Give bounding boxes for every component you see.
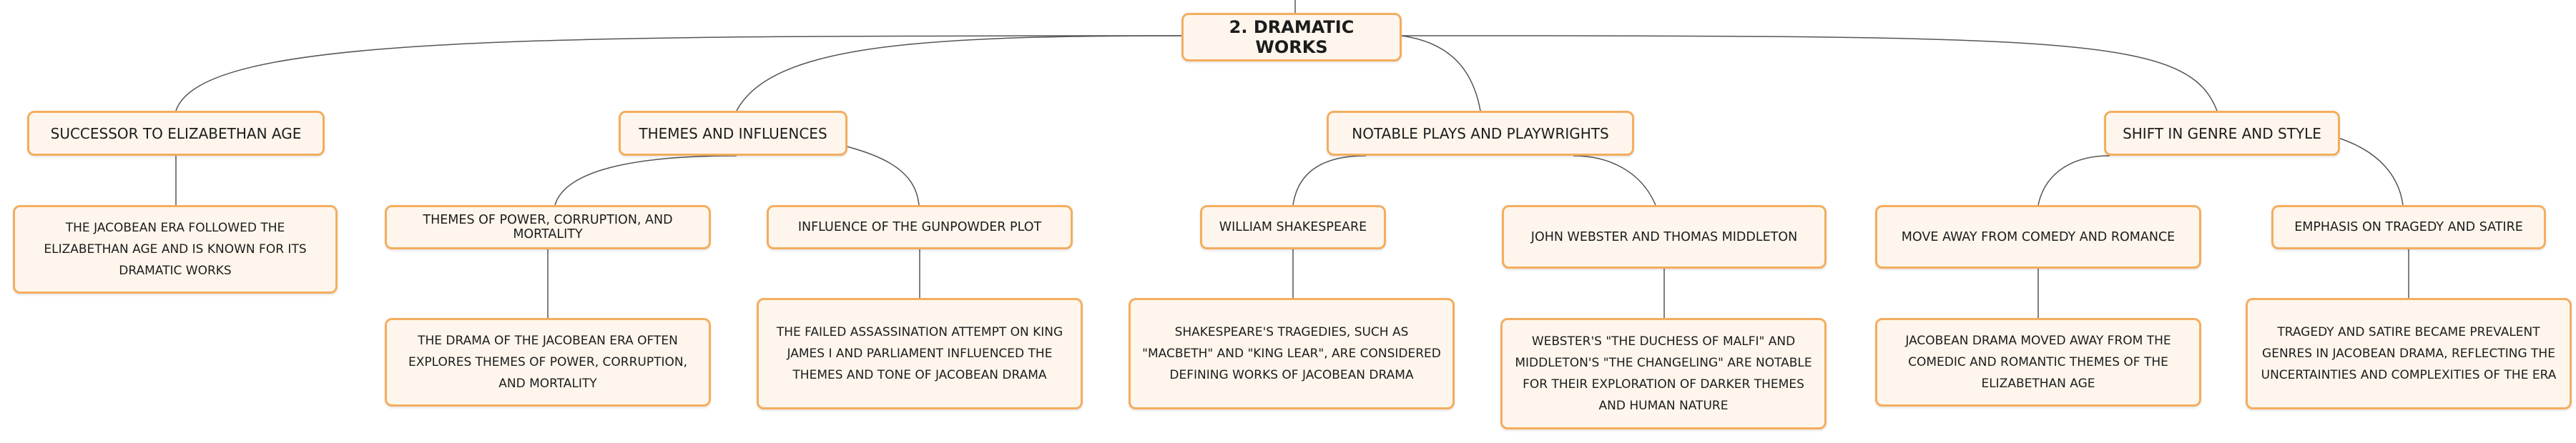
connector-branch-3-child-2 xyxy=(1573,155,1656,206)
connector-root-branch-3 xyxy=(1401,35,1481,111)
leaf-node-webster-middleton[interactable]: WEBSTER'S "THE DUCHESS OF MALFI" AND MID… xyxy=(1500,318,1827,429)
child-node-label: THEMES OF POWER, CORRUPTION, AND MORTALI… xyxy=(423,213,673,242)
branch-node-themes-and-influences[interactable]: THEMES AND INFLUENCES xyxy=(619,111,847,156)
branch-node-label: NOTABLE PLAYS AND PLAYWRIGHTS xyxy=(1352,124,1609,142)
connector-branch-2-child-1 xyxy=(554,155,737,206)
root-node[interactable]: 2. DRAMATIC WORKS xyxy=(1181,13,1402,61)
child-node-label: MOVE AWAY FROM COMEDY AND ROMANCE xyxy=(1901,229,2176,244)
leaf-node-move-away[interactable]: JACOBEAN DRAMA MOVED AWAY FROM THE COMED… xyxy=(1875,318,2201,407)
leaf-node-successor[interactable]: THE JACOBEAN ERA FOLLOWED THE ELIZABETHA… xyxy=(13,205,338,294)
leaf-node-text: THE DRAMA OF THE JACOBEAN ERA OFTEN EXPL… xyxy=(408,334,687,391)
leaf-node-text: THE JACOBEAN ERA FOLLOWED THE ELIZABETHA… xyxy=(44,221,307,278)
leaf-node-text: TRAGEDY AND SATIRE BECAME PREVALENT GENR… xyxy=(2261,325,2557,382)
connector-root-branch-4 xyxy=(1401,35,2218,111)
branch-node-label: SUCCESSOR TO ELIZABETHAN AGE xyxy=(50,124,302,142)
branch-node-label: SHIFT IN GENRE AND STYLE xyxy=(2123,124,2321,142)
child-node-move-away-from-comedy[interactable]: MOVE AWAY FROM COMEDY AND ROMANCE xyxy=(1875,205,2201,269)
leaf-node-tragedy-satire[interactable]: TRAGEDY AND SATIRE BECAME PREVALENT GENR… xyxy=(2246,298,2572,409)
connector-root-branch-2 xyxy=(736,35,1192,111)
child-node-emphasis-on-tragedy[interactable]: EMPHASIS ON TRAGEDY AND SATIRE xyxy=(2271,205,2546,249)
child-node-label: WILLIAM SHAKESPEARE xyxy=(1219,220,1367,234)
leaf-node-shakespeare[interactable]: SHAKESPEARE'S TRAGEDIES, SUCH AS "MACBET… xyxy=(1129,298,1455,409)
child-node-label: EMPHASIS ON TRAGEDY AND SATIRE xyxy=(2294,220,2523,234)
branch-node-shift-in-genre-and-style[interactable]: SHIFT IN GENRE AND STYLE xyxy=(2104,111,2340,156)
child-node-themes-of-power[interactable]: THEMES OF POWER, CORRUPTION, AND MORTALI… xyxy=(385,205,711,249)
leaf-node-text: WEBSTER'S "THE DUCHESS OF MALFI" AND MID… xyxy=(1515,334,1812,413)
branch-node-successor-to-elizabethan-age[interactable]: SUCCESSOR TO ELIZABETHAN AGE xyxy=(27,111,325,156)
leaf-node-text: THE FAILED ASSASSINATION ATTEMPT ON KING… xyxy=(776,325,1063,382)
leaf-node-gunpowder-plot[interactable]: THE FAILED ASSASSINATION ATTEMPT ON KING… xyxy=(757,298,1083,409)
connector-branch-4-child-1 xyxy=(2037,155,2110,206)
connector-root-branch-1 xyxy=(175,35,1192,111)
branch-node-notable-plays-and-playwrights[interactable]: NOTABLE PLAYS AND PLAYWRIGHTS xyxy=(1327,111,1634,156)
child-node-webster-and-middleton[interactable]: JOHN WEBSTER AND THOMAS MIDDLETON xyxy=(1502,205,1827,269)
branch-node-label: THEMES AND INFLUENCES xyxy=(639,124,827,142)
leaf-node-themes-of-power[interactable]: THE DRAMA OF THE JACOBEAN ERA OFTEN EXPL… xyxy=(385,318,711,407)
leaf-node-text: JACOBEAN DRAMA MOVED AWAY FROM THE COMED… xyxy=(1905,334,2171,391)
child-node-gunpowder-plot[interactable]: INFLUENCE OF THE GUNPOWDER PLOT xyxy=(767,205,1073,249)
root-node-label: 2. DRAMATIC WORKS xyxy=(1229,17,1355,57)
child-node-william-shakespeare[interactable]: WILLIAM SHAKESPEARE xyxy=(1200,205,1386,249)
connector-branch-4-child-2 xyxy=(2331,135,2404,206)
child-node-label: JOHN WEBSTER AND THOMAS MIDDLETON xyxy=(1530,229,1798,244)
connector-branch-3-child-1 xyxy=(1292,155,1367,206)
child-node-label: INFLUENCE OF THE GUNPOWDER PLOT xyxy=(797,220,1042,234)
leaf-node-text: SHAKESPEARE'S TRAGEDIES, SUCH AS "MACBET… xyxy=(1142,325,1441,382)
